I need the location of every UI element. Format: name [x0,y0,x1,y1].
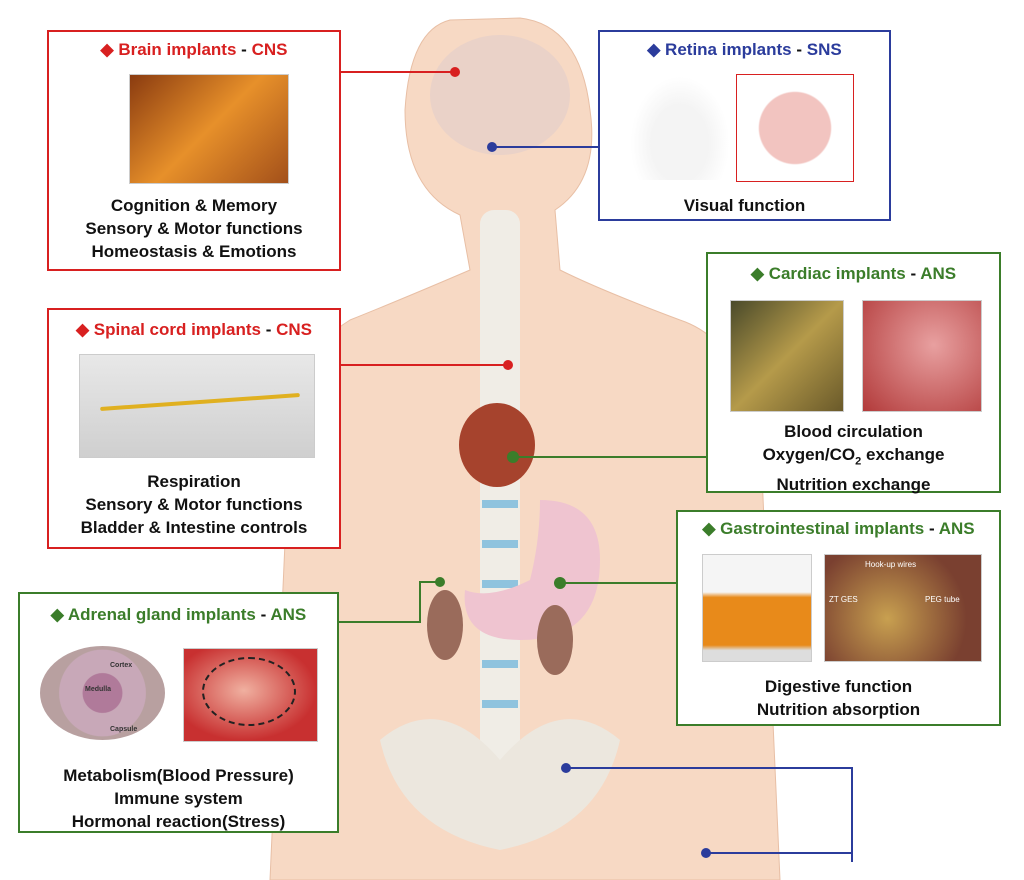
function-line: Blood circulation [784,422,923,441]
diamond-bullet-icon: ◆ [50,605,64,624]
retina-implant-closeup [736,74,854,182]
rabbit-drawing [630,76,730,180]
adrenal-title: ◆ Adrenal gland implants - ANS [20,605,337,625]
dash: - [928,519,935,538]
dash: - [260,605,267,624]
adrenal-surgery-image [183,648,318,742]
image-label: ZT GES [829,595,858,604]
function-line: Immune system [114,789,243,808]
diamond-bullet-icon: ◆ [75,320,90,339]
image-label: Cortex [110,662,133,669]
diamond-bullet-icon: ◆ [750,264,764,283]
spine [480,210,520,770]
function-line: Digestive function [764,677,913,696]
image-label: PEG tube [925,595,960,604]
function-line: Respiration [147,472,241,491]
spinal-lead-image [79,354,315,458]
system-label: ANS [938,519,975,538]
gastrointestinal-implants-box: ◆ Gastrointestinal implants - ANS Hook-u… [676,510,1001,726]
pelvis [380,719,620,850]
cardiac-device-image [730,300,844,412]
function-line: Oxygen/CO2 exchange [762,445,945,468]
function-line: Visual function [683,196,806,215]
adrenal-gland-implants-box: ◆ Adrenal gland implants - ANS Cortex Me… [18,592,339,833]
function-line: Homeostasis & Emotions [91,242,297,261]
diamond-bullet-icon: ◆ [647,40,661,59]
function-line: Cognition & Memory [110,196,278,215]
gi-surgery-image: Hook-up wires PEG tube ZT GES [824,554,982,662]
cardiac-surgery-image [862,300,982,412]
function-line: Sensory & Motor functions [85,495,303,514]
dash: - [265,320,272,339]
image-label: Capsule [110,726,138,733]
system-label: CNS [251,40,288,59]
diamond-bullet-icon: ◆ [100,40,114,59]
title-text: Gastrointestinal implants [720,519,925,538]
function-line: Nutrition absorption [756,700,921,719]
title-text: Cardiac implants [768,264,906,283]
function-line: Bladder & Intestine controls [80,518,308,537]
brain-implant-image [129,74,289,184]
kidney-left [427,590,463,660]
gi-device-image [702,554,812,662]
cardiac-title: ◆ Cardiac implants - ANS [708,264,999,284]
retina-implants-box: ◆ Retina implants - SNS Visual function [598,30,891,221]
function-line: Hormonal reaction(Stress) [71,812,286,831]
dash: - [241,40,247,59]
retina-title: ◆ Retina implants - SNS [600,40,889,60]
brain-implants-box: ◆ Brain implants - CNS Cognition & Memor… [47,30,341,271]
spinal-title: ◆ Spinal cord implants - CNS [49,320,339,340]
brain-title: ◆ Brain implants - CNS [49,40,339,60]
dash: - [796,40,803,59]
cardiac-implants-box: ◆ Cardiac implants - ANS Blood circulati… [706,252,1001,496]
stomach [464,500,600,640]
image-label: Hook-up wires [865,560,917,569]
function-line: Metabolism(Blood Pressure) [63,766,294,785]
title-text: Spinal cord implants [93,320,261,339]
brain-shape [430,35,570,155]
adrenal-diagram: Cortex Medulla Capsule [40,646,165,740]
connector-lines [338,71,853,862]
function-line: Nutrition exchange [776,475,931,495]
kidney-right [537,605,573,675]
spinal-cord-implants-box: ◆ Spinal cord implants - CNS Respiration… [47,308,341,549]
diamond-bullet-icon: ◆ [702,519,716,538]
heart [459,403,535,487]
image-label: Medulla [85,686,112,693]
dash: - [910,264,917,283]
system-label: SNS [806,40,842,59]
gi-title: ◆ Gastrointestinal implants - ANS [678,519,999,539]
connector-dots [435,67,711,858]
system-label: ANS [270,605,307,624]
system-label: ANS [920,264,957,283]
function-line: Sensory & Motor functions [85,219,303,238]
title-text: Adrenal gland implants [67,605,256,624]
title-text: Brain implants [118,40,237,59]
system-label: CNS [276,320,313,339]
title-text: Retina implants [665,40,792,59]
